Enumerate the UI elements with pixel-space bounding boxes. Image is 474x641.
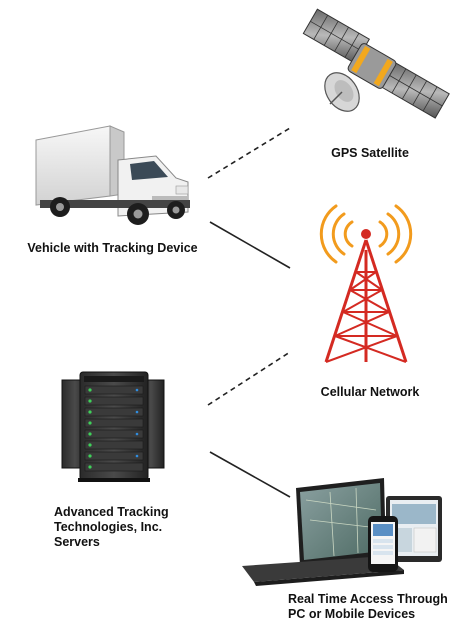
- satellite-icon: [302, 8, 450, 119]
- devices-label: Real Time Access Through PC or Mobile De…: [288, 592, 468, 622]
- cellular-label: Cellular Network: [320, 385, 420, 399]
- servers-label: Advanced Tracking Technologies, Inc. Ser…: [54, 505, 214, 550]
- servers-label-line-3: Servers: [54, 535, 100, 549]
- devices-icon: [242, 478, 442, 586]
- connection-vehicle-satellite: [207, 127, 291, 179]
- server-rack-icon: [61, 371, 165, 482]
- connection-servers-devices: [209, 451, 291, 498]
- servers-label-line-2: Technologies, Inc.: [54, 520, 163, 534]
- cell-tower-icon: [319, 204, 413, 363]
- devices-label-line-1: Real Time Access Through: [288, 592, 448, 606]
- satellite-label: GPS Satellite: [331, 146, 409, 160]
- connection-vehicle-cellular: [209, 221, 291, 269]
- devices-label-line-2: PC or Mobile Devices: [288, 607, 416, 621]
- connection-servers-cellular: [207, 351, 291, 406]
- servers-label-line-1: Advanced Tracking: [54, 505, 169, 519]
- truck-icon: [35, 125, 190, 225]
- vehicle-label: Vehicle with Tracking Device: [27, 241, 198, 255]
